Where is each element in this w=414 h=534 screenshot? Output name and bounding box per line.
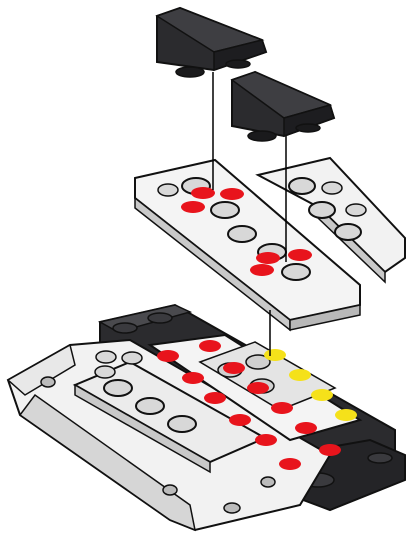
dark-slope-brick-1: [157, 8, 266, 77]
dark-slope-brick-2: [232, 72, 334, 141]
base-assembly: [8, 305, 405, 530]
